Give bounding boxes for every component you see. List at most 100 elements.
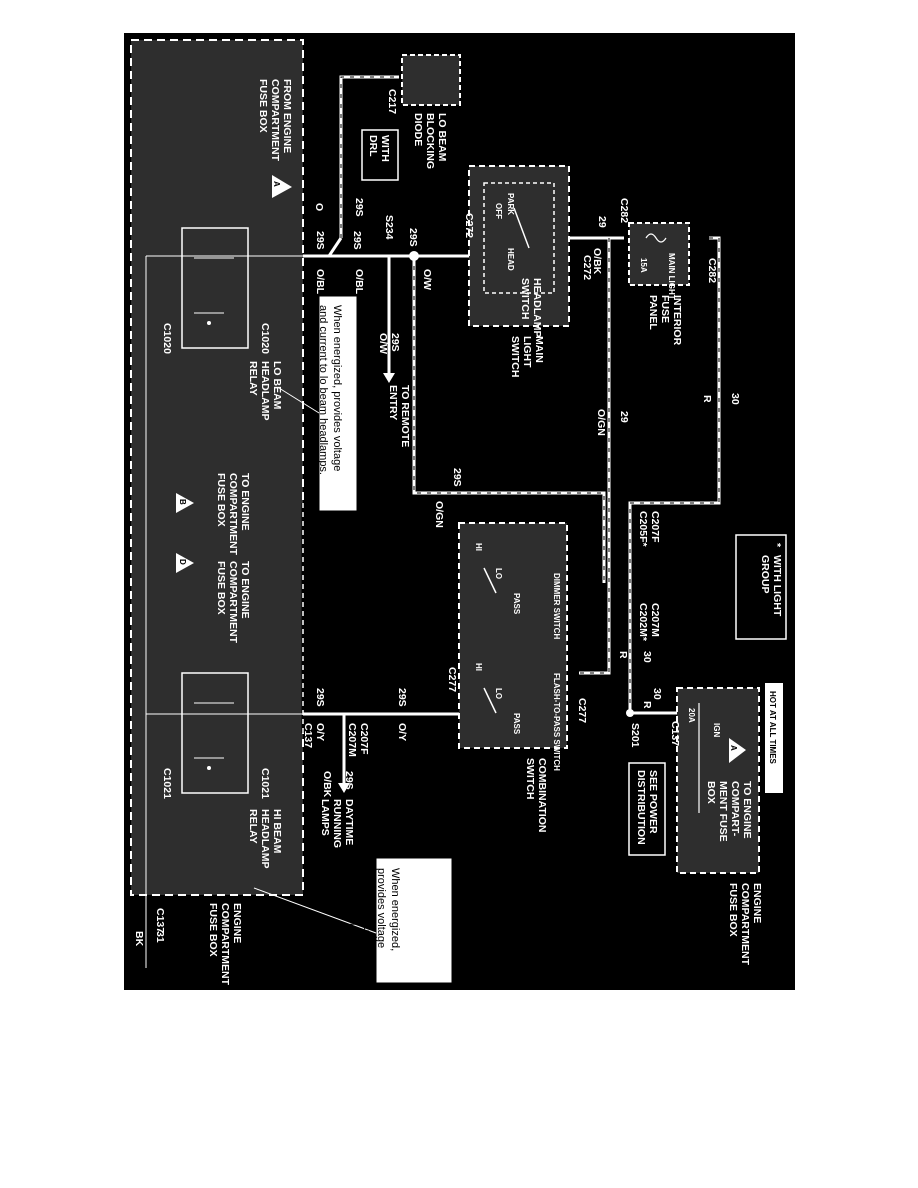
flash-hi-label: HI — [474, 663, 483, 671]
main-light-line3: SWITCH — [509, 336, 521, 377]
connector-b-icon — [176, 493, 194, 513]
lo-beam-diode-box — [401, 54, 461, 106]
lo-relay-line2: HEADLAMP — [259, 361, 271, 421]
hot-at-all-times-label: HOT AT ALL TIMES — [768, 691, 777, 765]
splice-s201-label: S201 — [629, 723, 641, 748]
connector-c277-b: C277 — [576, 698, 588, 723]
note-hi-line4: beam headlamps. — [347, 868, 359, 955]
headlamp-switch-line2: SWITCH — [519, 278, 531, 319]
wire-label-29s-b: 29S — [314, 231, 326, 250]
wire-label-o: O — [313, 203, 325, 211]
hi-relay-line3: RELAY — [247, 809, 259, 844]
connector-c272-b: C272 — [581, 255, 593, 280]
switch-head-label: HEAD — [506, 248, 515, 271]
box-a-line2: COMPARTMENT — [269, 79, 281, 162]
fuse-panel-line3: PANEL — [647, 295, 659, 330]
dimmer-hi-label: HI — [474, 543, 483, 551]
wire-label-29s-low-b: 29S — [396, 688, 408, 707]
engine-fuse-box-panel — [130, 39, 304, 896]
connector-d-icon — [176, 553, 194, 573]
wire-label-29s-mid: 29S — [451, 468, 463, 487]
connector-c282-b: C282 — [706, 258, 718, 283]
box-b-line1: TO ENGINE — [239, 473, 251, 531]
wire-label-r-power: R — [641, 701, 653, 709]
power-tag-a: A — [729, 745, 738, 751]
light-group-line1: WITH LIGHT — [771, 555, 783, 617]
note-hi-line1: When energized, — [389, 868, 401, 951]
connector-c207f: C207F — [649, 511, 661, 543]
power-fuse-20a: 20A — [687, 708, 696, 723]
remote-line2: ENTRY — [387, 385, 399, 420]
dimmer-lo-label: LO — [494, 568, 503, 579]
box-a-line3: FUSE BOX — [257, 79, 269, 133]
drl-lamps-line2: RUNNING — [331, 799, 343, 848]
splice-s201 — [626, 709, 634, 717]
diode-line3: DIODE — [412, 113, 424, 146]
wire-label-obk: O/BK — [591, 248, 603, 275]
note-lo-line1: When energized, provides voltage — [331, 305, 343, 471]
fuse-panel-line1: INTERIOR — [671, 295, 683, 346]
fuse-panel-line2: FUSE — [659, 295, 671, 323]
interior-fuse-panel-box — [628, 222, 690, 286]
power-fuse-box — [676, 687, 760, 874]
lo-beam-relay — [181, 227, 249, 349]
wire-label-31: 31 — [154, 931, 166, 943]
connector-c137-bottom: C137 — [154, 908, 166, 933]
dimmer-pass-label: PASS — [512, 593, 521, 615]
flash-pass-label: PASS — [512, 713, 521, 735]
box-a-line1: FROM ENGINE — [281, 79, 293, 153]
bottom-fuse-line3: FUSE BOX — [207, 903, 219, 957]
remote-wire-29s: 29S — [389, 333, 401, 352]
connector-c282-a: C282 — [618, 198, 630, 223]
power-fuse-line2: COMPARTMENT — [739, 883, 751, 966]
wire-label-29s-a: 29S — [353, 198, 365, 217]
see-power-line2: DISTRIBUTION — [635, 770, 647, 845]
wire-label-r-top: R — [701, 395, 713, 403]
connector-c1021-a: C1021 — [259, 768, 271, 799]
see-power-distribution-box — [628, 762, 666, 856]
note-hi-beam-box — [375, 857, 453, 984]
connector-a-icon — [272, 175, 292, 198]
splice-s234-label: S234 — [383, 215, 395, 240]
connector-c1021-b: C1021 — [161, 768, 173, 799]
connector-c202m: C202M* — [637, 603, 649, 642]
note-hi-line2: provides voltage — [375, 868, 387, 948]
wire-label-ow: O/W — [421, 269, 433, 290]
wire-label-29-top: 29 — [596, 216, 608, 228]
bottom-fuse-line1: ENGINE — [231, 903, 243, 943]
switch-off-label: OFF — [494, 203, 503, 219]
connector-c137-low: C137 — [302, 723, 314, 748]
connector-c1020-b: C1020 — [161, 323, 173, 354]
splice-s234 — [409, 251, 419, 261]
wire-label-30-top: 30 — [729, 393, 741, 405]
connector-c272-a: C272 — [463, 213, 475, 238]
power-to-line4: BOX — [705, 781, 717, 804]
hi-relay-line1: HI BEAM — [271, 809, 283, 854]
power-fuse-line1: ENGINE — [751, 883, 763, 923]
hot-at-all-times-box — [765, 683, 783, 793]
wire-label-30-mid: 30 — [641, 651, 653, 663]
power-fuse-line3: FUSE BOX — [727, 883, 739, 937]
wire-label-oy-a: O/Y — [314, 723, 326, 741]
wire-label-29s-c: 29S — [351, 231, 363, 250]
light-group-note-box — [735, 534, 787, 640]
power-connector-a-icon — [729, 738, 746, 763]
headlamp-switch-box — [468, 165, 570, 327]
lo-relay-line3: RELAY — [247, 361, 259, 396]
power-to-line2: COMPART- — [729, 781, 741, 837]
wire-label-29s-low-a: 29S — [314, 688, 326, 707]
wire-label-ogn-b: O/GN — [433, 501, 445, 528]
hi-beam-relay — [181, 672, 249, 794]
see-power-line1: SEE POWER — [647, 770, 659, 834]
wire-label-ogn-a: O/GN — [595, 409, 607, 436]
drl-lamps-line3: LAMPS — [319, 799, 331, 836]
remote-line1: TO REMOTE — [399, 385, 411, 447]
drl-arrow-icon — [338, 783, 350, 793]
wire-29-vertical — [579, 238, 611, 675]
box-d-line1: TO ENGINE — [239, 561, 251, 619]
lo-relay-line1: LO BEAM — [271, 361, 283, 410]
connector-c137-power: C137 — [669, 721, 681, 746]
connector-c205f: C205F* — [637, 511, 649, 548]
power-fuse-ign: IGN — [712, 723, 721, 737]
power-to-line1: TO ENGINE — [741, 781, 753, 839]
